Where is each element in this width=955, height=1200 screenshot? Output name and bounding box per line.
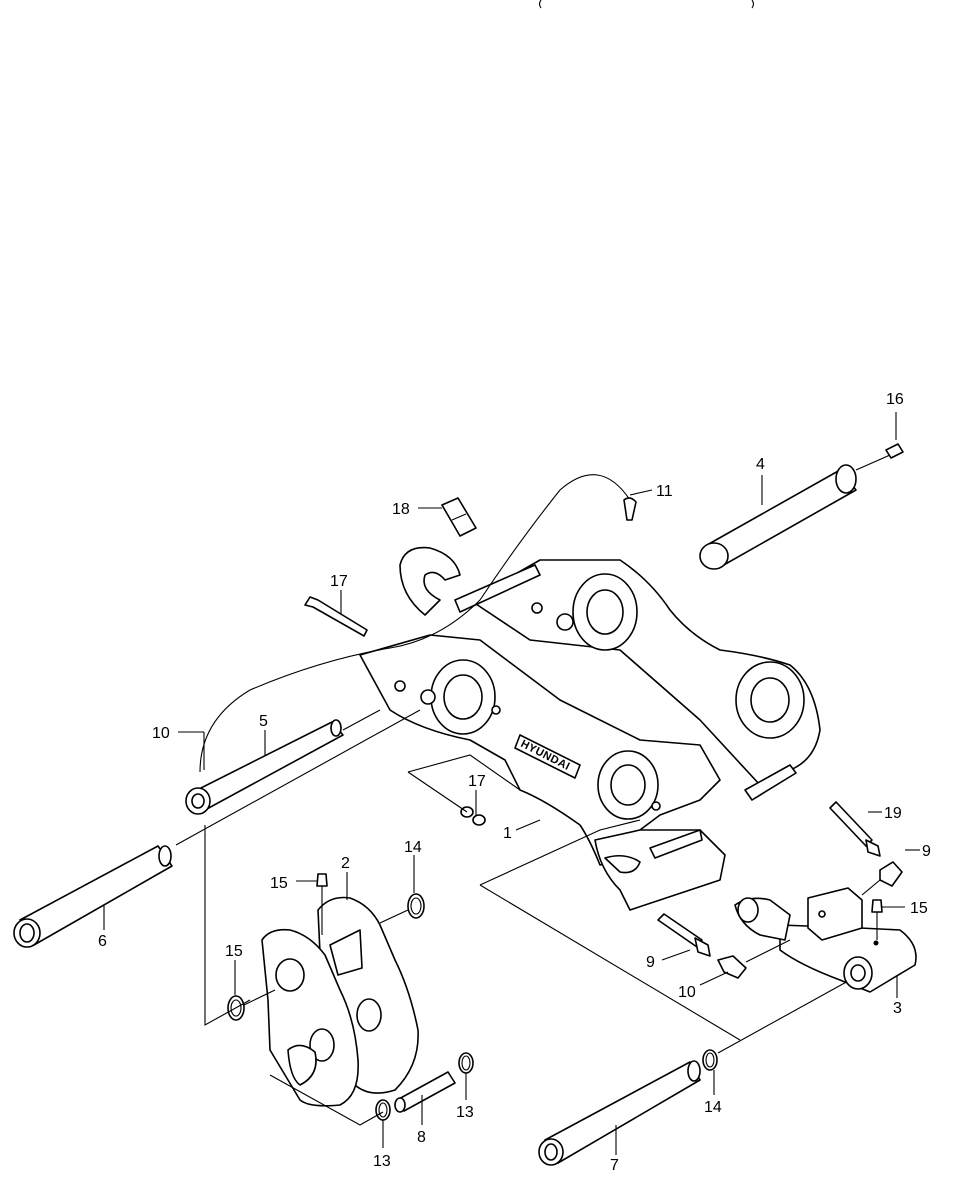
coupler-body-1 <box>359 546 821 911</box>
hose-fitting-9 <box>657 913 711 957</box>
callout-14-right: 14 <box>404 839 422 856</box>
axis-line-5 <box>342 709 381 731</box>
callout-10-upper: 9 <box>922 843 931 860</box>
grease-nipple-top <box>885 443 904 459</box>
callout-3: 3 <box>893 1000 902 1017</box>
elbow-fitting-10-lower <box>717 955 747 979</box>
nut-17 <box>460 806 486 826</box>
snap-ring-13-middle <box>458 1052 474 1074</box>
callout-9: 9 <box>646 954 655 971</box>
callout-5: 5 <box>259 713 268 730</box>
pin-6 <box>13 845 173 948</box>
snap-ring-14-right <box>407 893 425 919</box>
callout-15-right: 15 <box>910 900 928 917</box>
axis-line-3-lower <box>479 884 741 1041</box>
elbow-fitting-10-upper <box>879 861 903 887</box>
callout-17: 17 <box>468 773 486 790</box>
axis-line-3-upper <box>479 819 641 886</box>
callout-13-right: 14 <box>704 1099 722 1116</box>
callout-4: 4 <box>756 456 765 473</box>
callout-13-left: 13 <box>373 1153 391 1170</box>
pin-4 <box>699 454 891 570</box>
callout-16: 17 <box>330 573 348 590</box>
callout-18: 18 <box>392 501 410 518</box>
axis-line-7 <box>717 979 851 1054</box>
callout-1: 1 <box>503 825 512 842</box>
cropped-heading-fragment <box>538 0 755 9</box>
callout-7: 7 <box>610 1157 619 1174</box>
callout-15-top: 16 <box>886 391 904 408</box>
grease-nipple-15-right <box>871 899 883 940</box>
axis-line-6 <box>175 709 421 846</box>
bolt-16 <box>304 596 368 637</box>
callout-14-left: 15 <box>225 943 243 960</box>
callout-13-middle: 13 <box>456 1104 474 1121</box>
callout-6: 6 <box>98 933 107 950</box>
cylinder-3 <box>734 887 917 993</box>
snap-ring-13-left <box>375 1099 391 1121</box>
callout-19: 19 <box>884 805 902 822</box>
safety-wire-11 <box>199 474 631 773</box>
callout-10-lower: 10 <box>678 984 696 1001</box>
pin-5 <box>185 719 344 815</box>
snap-ring-13-right <box>702 1049 718 1071</box>
callout-2: 2 <box>341 855 350 872</box>
lock-pin-12 <box>623 497 637 521</box>
callout-8: 8 <box>417 1129 426 1146</box>
callout-15-left: 15 <box>270 875 288 892</box>
link-2 <box>261 896 419 1107</box>
retainer-18 <box>441 497 477 537</box>
axis-line-17 <box>407 754 521 791</box>
hose-fitting-19 <box>829 801 881 857</box>
pin-7 <box>538 1060 701 1166</box>
grease-nipple-15-left <box>316 873 328 935</box>
callout-12: 11 <box>656 483 673 500</box>
leader-lines <box>103 412 920 1155</box>
pin-8 <box>394 1071 456 1113</box>
axis-line-2 <box>204 825 251 1026</box>
axis-line-8 <box>269 1074 384 1126</box>
callout-11: 10 <box>152 725 170 742</box>
